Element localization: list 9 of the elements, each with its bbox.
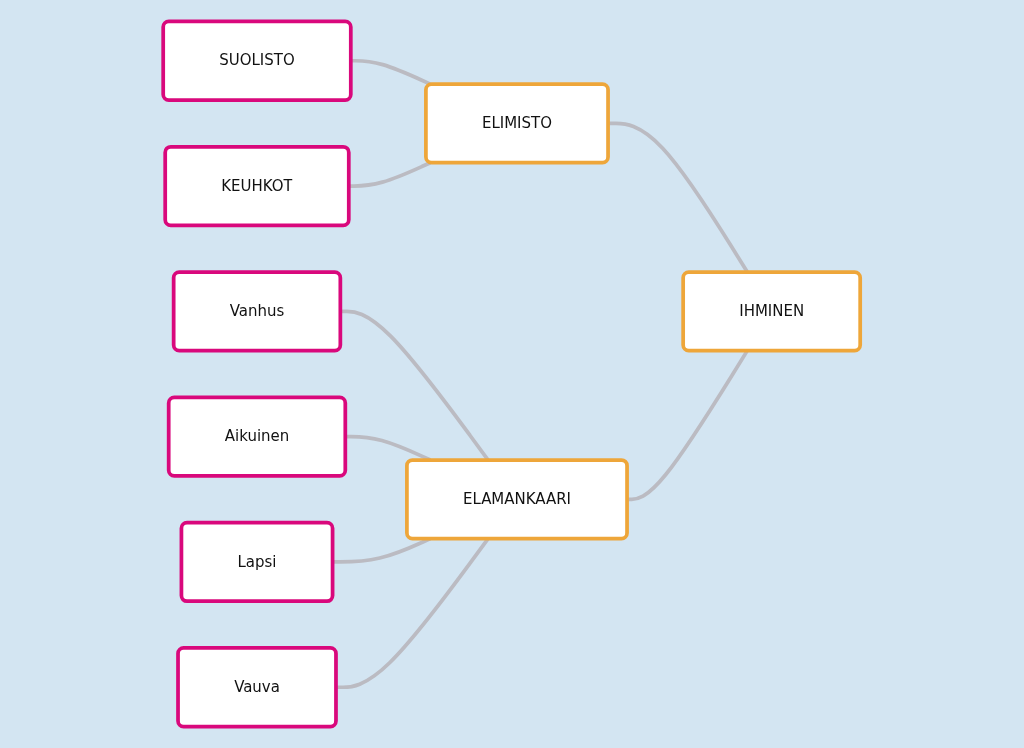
node-box: Lapsi bbox=[179, 520, 335, 604]
node-box: Vanhus bbox=[172, 270, 343, 353]
node-box: ELIMISTO bbox=[424, 82, 611, 165]
node-box: Vauva bbox=[176, 646, 339, 729]
node-box: KEUHKOT bbox=[163, 144, 351, 228]
node-box: Aikuinen bbox=[167, 395, 348, 478]
node-box: SUOLISTO bbox=[161, 19, 353, 102]
node-box: ELAMANKAARI bbox=[405, 458, 630, 541]
node-box: IHMINEN bbox=[681, 270, 863, 353]
